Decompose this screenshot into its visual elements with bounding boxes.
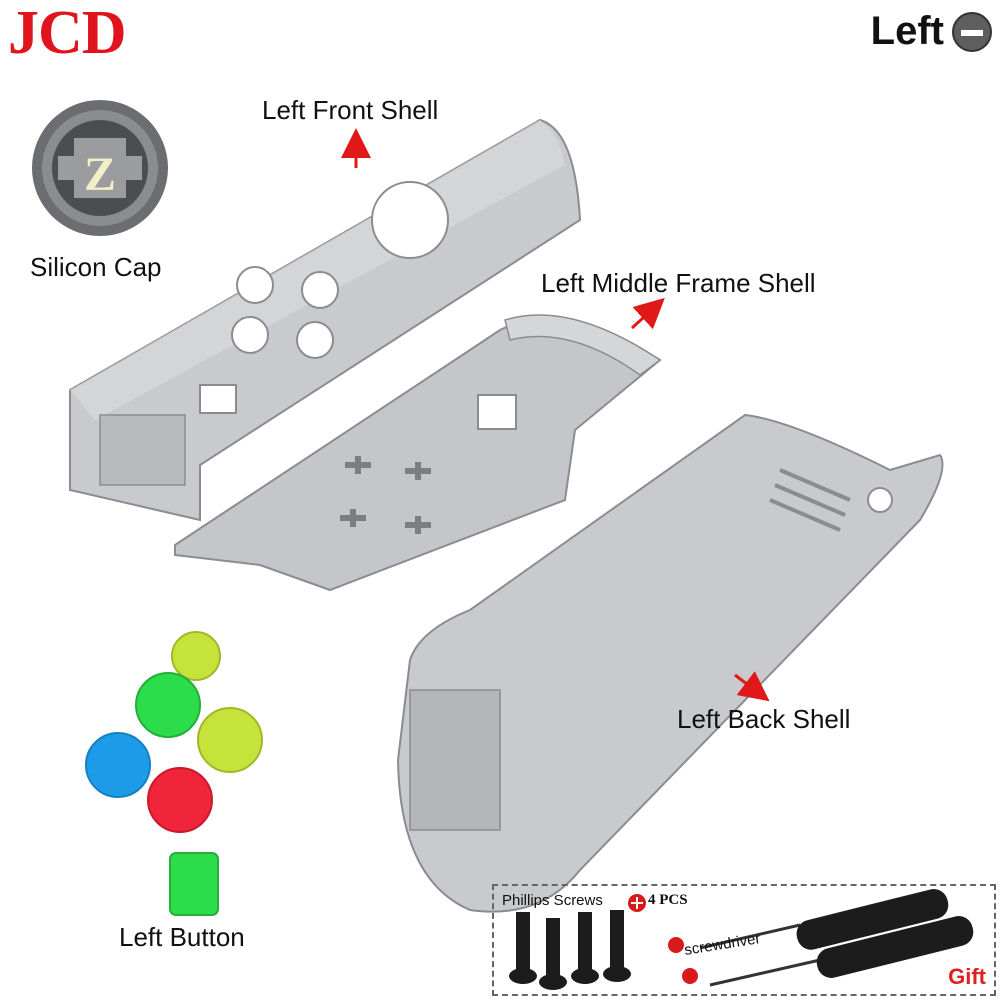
phillips-screws xyxy=(509,910,631,990)
screws-label: Phillips Screws xyxy=(502,892,603,909)
screwdriver-label: screwdriver xyxy=(683,930,762,959)
screwdrivers xyxy=(668,889,974,987)
label-middle-frame: Left Middle Frame Shell xyxy=(541,268,816,298)
plus-icon xyxy=(628,894,646,912)
side-label: Left xyxy=(870,9,944,53)
middle-frame-arrow xyxy=(630,297,665,330)
label-back-shell: Left Back Shell xyxy=(677,704,851,734)
cap-letter: Z xyxy=(84,148,116,201)
minus-icon xyxy=(952,12,992,52)
silicon-cap: Z xyxy=(32,100,168,236)
left-buttons xyxy=(85,631,263,916)
pcs-label: 4 PCS xyxy=(648,892,688,908)
label-left-button: Left Button xyxy=(119,922,245,952)
back-shell-arrow xyxy=(734,671,770,702)
left-back-shell xyxy=(396,413,944,913)
label-silicon-cap: Silicon Cap xyxy=(30,252,162,282)
left-front-shell xyxy=(69,118,582,522)
gift-label: Gift xyxy=(948,964,986,989)
brand-logo: JCD xyxy=(8,0,127,67)
left-middle-frame-shell xyxy=(174,314,662,592)
gift-box: Phillips Screws 4 PCS screwdriver Gift xyxy=(492,884,996,996)
label-front-shell: Left Front Shell xyxy=(262,95,439,125)
